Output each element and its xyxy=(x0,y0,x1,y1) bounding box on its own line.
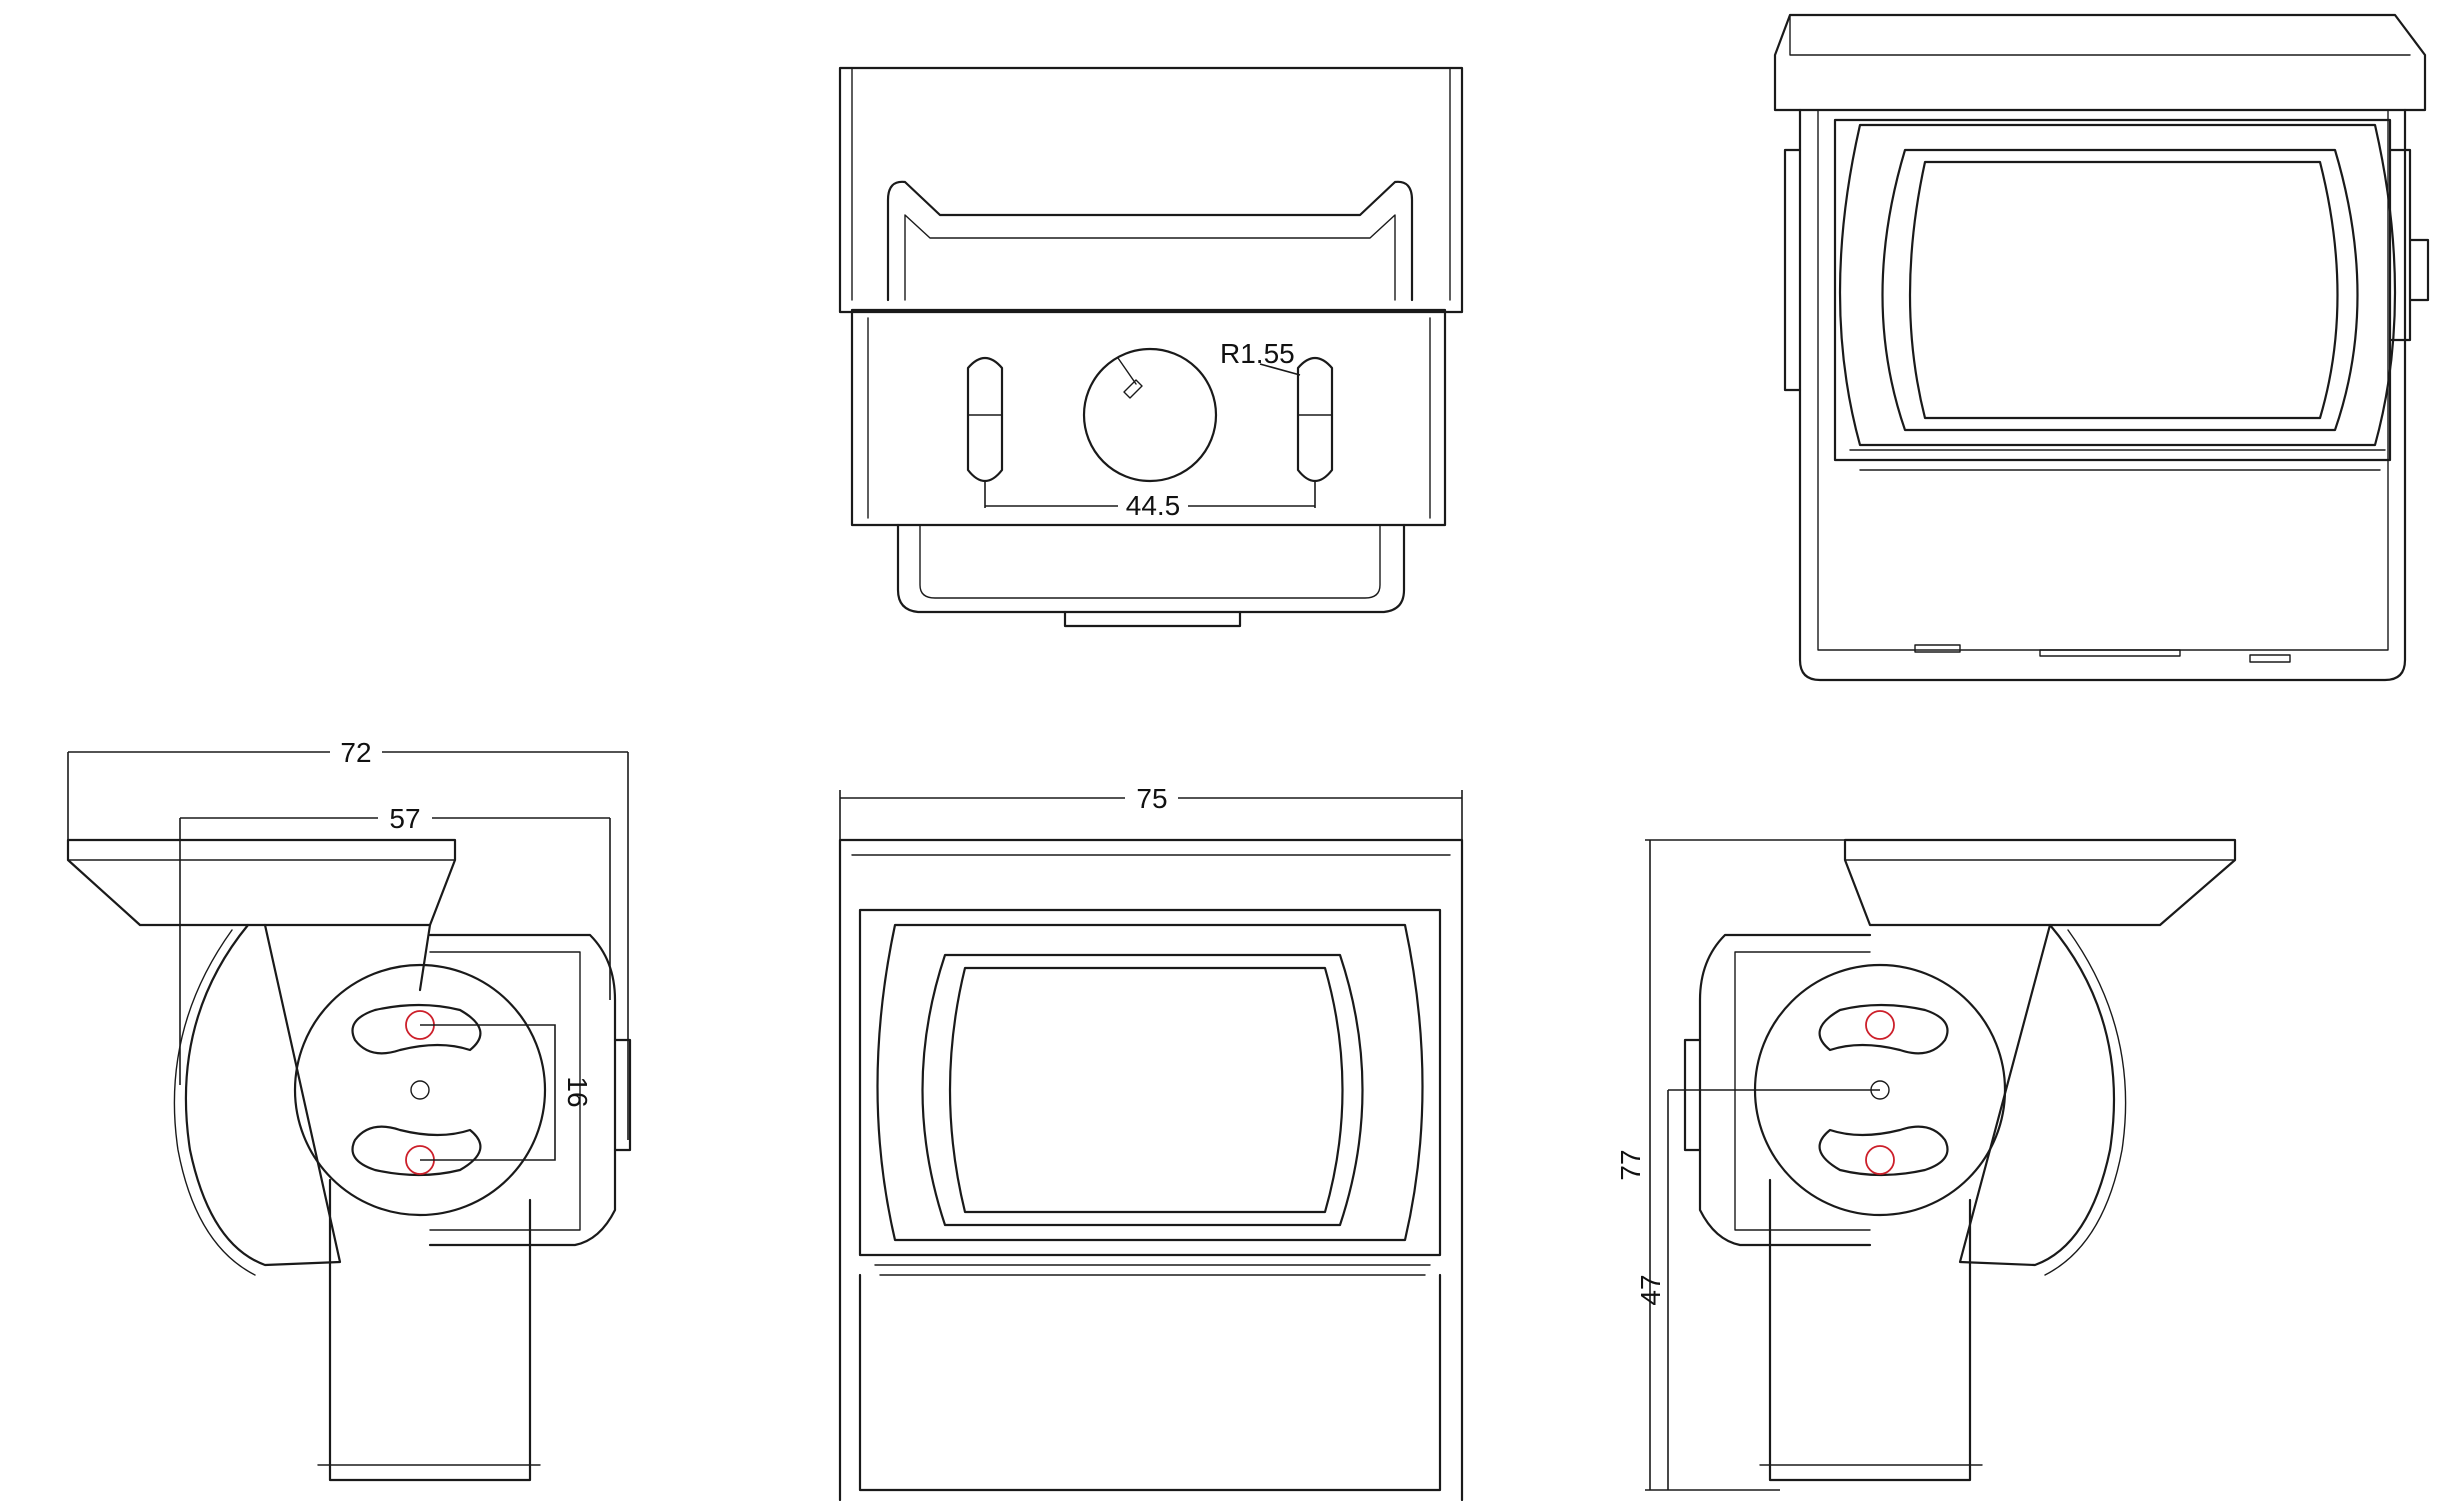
dim-44-5: 44.5 xyxy=(1126,490,1181,521)
center-boss xyxy=(1084,349,1216,481)
dim-r1-55: R1.55 xyxy=(1220,338,1295,369)
dim-16: 16 xyxy=(562,1076,593,1107)
dim-75: 75 xyxy=(1136,783,1167,814)
left-side-view: 72 57 16 xyxy=(68,737,630,1480)
dim-57: 57 xyxy=(389,803,420,834)
left-slot xyxy=(968,358,1002,481)
top-view: 44.5 R1.55 xyxy=(840,68,1462,626)
screw-bottom-right xyxy=(1866,1146,1894,1174)
dim-77: 77 xyxy=(1615,1149,1646,1180)
right-slot xyxy=(1298,358,1332,481)
screw-top-right xyxy=(1866,1011,1894,1039)
pivot-disc-left xyxy=(295,965,545,1215)
front-lens-frame xyxy=(923,955,1363,1225)
dim-47: 47 xyxy=(1635,1274,1666,1305)
iso-lens-frame xyxy=(1883,150,2358,430)
dim-72: 72 xyxy=(340,737,371,768)
front-view: 75 xyxy=(840,783,1462,1500)
isometric-view xyxy=(1775,15,2428,680)
right-side-view: 77 47 xyxy=(1615,840,2235,1490)
